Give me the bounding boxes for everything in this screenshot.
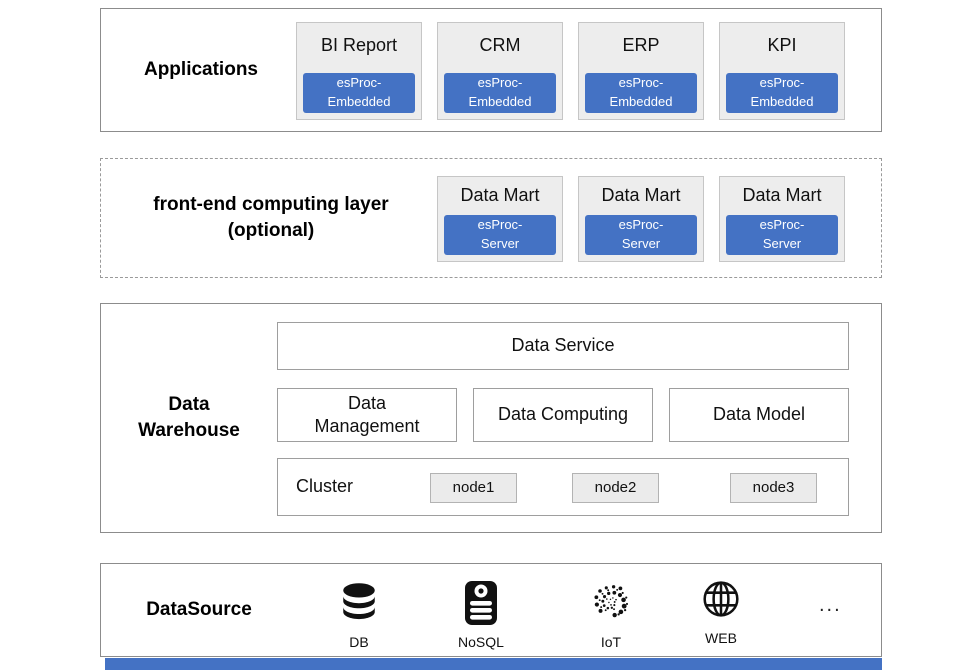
- datasource-label: DataSource: [146, 599, 252, 621]
- more-sources-ellipsis: ...: [819, 594, 842, 616]
- data-mart-title: Data Mart: [460, 185, 540, 205]
- data-mart-title: Data Mart: [742, 185, 822, 205]
- applications-layer: Applications BI Report esProc- Embedded …: [100, 8, 882, 132]
- source-nosql: NoSQL: [436, 576, 526, 650]
- data-computing-box: Data Computing: [473, 388, 653, 442]
- data-mart-card: Data Mart esProc- Server: [719, 176, 845, 262]
- data-mart-title: Data Mart: [601, 185, 681, 205]
- source-nosql-label: NoSQL: [458, 634, 504, 650]
- data-service-box: Data Service: [277, 322, 849, 370]
- app-title: ERP: [622, 35, 660, 55]
- esproc-server-badge: esProc- Server: [726, 215, 838, 255]
- cluster-box: Cluster node1 node2 node3: [277, 458, 849, 516]
- data-management-box: Data Management: [277, 388, 457, 442]
- data-mart-card: Data Mart esProc- Server: [437, 176, 563, 262]
- source-db-label: DB: [349, 634, 369, 650]
- app-title: KPI: [767, 35, 797, 55]
- source-web-label: WEB: [705, 630, 737, 646]
- esproc-embedded-badge: esProc- Embedded: [585, 73, 697, 113]
- app-card-kpi: KPI esProc- Embedded: [719, 22, 845, 120]
- applications-label: Applications: [143, 59, 258, 81]
- data-warehouse-layer: Data Warehouse Data Service Data Managem…: [100, 303, 882, 533]
- data-model-box: Data Model: [669, 388, 849, 442]
- cutoff-bottom-layer-bar: [105, 658, 882, 670]
- source-web: WEB: [676, 572, 766, 646]
- esproc-server-badge: esProc- Server: [585, 215, 697, 255]
- esproc-embedded-badge: esProc- Embedded: [303, 73, 415, 113]
- cluster-node: node3: [730, 473, 817, 503]
- source-db: DB: [314, 576, 404, 650]
- data-warehouse-label: Data Warehouse: [138, 394, 240, 441]
- frontend-layer-label: front-end computing layer (optional): [153, 194, 389, 241]
- database-icon: [338, 576, 380, 630]
- cluster-node: node1: [430, 473, 517, 503]
- datasource-layer: DataSource DB: [100, 563, 882, 657]
- source-iot: IoT: [566, 576, 656, 650]
- esproc-embedded-badge: esProc- Embedded: [444, 73, 556, 113]
- cluster-node: node2: [572, 473, 659, 503]
- iot-dots-icon: [588, 576, 634, 630]
- app-title: BI Report: [320, 35, 398, 55]
- app-card-erp: ERP esProc- Embedded: [578, 22, 704, 120]
- app-card-bi-report: BI Report esProc- Embedded: [296, 22, 422, 120]
- globe-icon: [701, 572, 741, 626]
- esproc-server-badge: esProc- Server: [444, 215, 556, 255]
- app-title: CRM: [479, 35, 521, 55]
- source-iot-label: IoT: [600, 634, 622, 650]
- esproc-embedded-badge: esProc- Embedded: [726, 73, 838, 113]
- frontend-computing-layer: front-end computing layer (optional) Dat…: [100, 158, 882, 278]
- cluster-label: Cluster: [296, 476, 354, 497]
- nosql-server-icon: [461, 576, 501, 630]
- app-card-crm: CRM esProc- Embedded: [437, 22, 563, 120]
- data-mart-card: Data Mart esProc- Server: [578, 176, 704, 262]
